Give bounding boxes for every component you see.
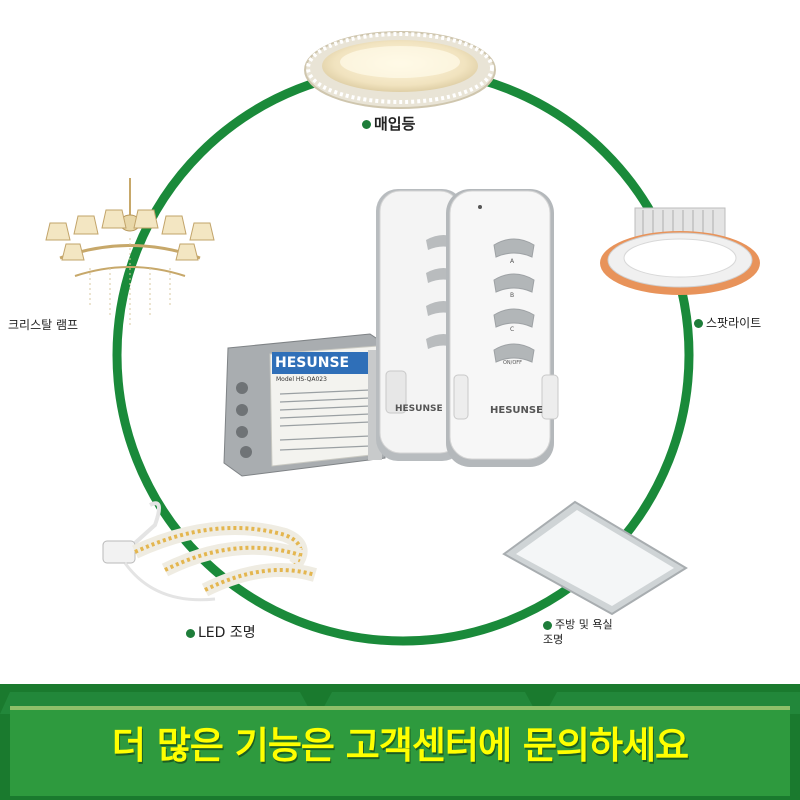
receiver-model: Model HS-QA023 (276, 376, 327, 383)
promo-banner (0, 684, 800, 800)
remote-front-brand: HESUNSE (490, 405, 543, 416)
chandelier-label: 크리스탈 램프 (8, 316, 78, 333)
panel-light-label: 주방 및 욕실 조명 (543, 617, 625, 647)
ceiling-light-label: 매입등 (362, 113, 415, 134)
spotlight-icon (600, 207, 760, 295)
remote-button-label-a: A (510, 258, 515, 265)
remote-button-label-b: B (510, 292, 515, 299)
led-light-text: LED 조명 (198, 625, 256, 641)
led-strip-icon (102, 501, 318, 602)
ceiling-light-text: 매입등 (374, 115, 416, 133)
remote-back (376, 189, 464, 461)
bullet-dot-icon (362, 120, 371, 129)
led-light-label: LED 조명 (186, 622, 256, 642)
panel-light-text: 주방 및 욕실 조명 (543, 618, 613, 646)
remote-back-brand: HESUNSE (395, 404, 443, 414)
bullet-dot-icon (543, 620, 552, 630)
spotlight-text: 스팟라이트 (706, 316, 762, 330)
ceiling-light-icon (304, 31, 496, 109)
banner-panel (10, 706, 790, 796)
chandelier-icon (45, 178, 215, 326)
spotlight-label: 스팟라이트 (694, 314, 761, 331)
panel-light-icon (502, 500, 688, 616)
bullet-dot-icon (186, 628, 195, 638)
remote-front (446, 189, 559, 467)
receiver-module (223, 333, 389, 477)
banner-text: 더 많은 기능은 고객센터에 문의하세요 (111, 724, 689, 767)
remote-button-label-onoff: ON/OFF (503, 360, 523, 366)
chandelier-text: 크리스탈 램프 (8, 318, 79, 332)
remote-button-label-c: C (510, 326, 515, 333)
bullet-dot-icon (694, 319, 703, 328)
receiver-brand: HESUNSE (275, 355, 350, 371)
